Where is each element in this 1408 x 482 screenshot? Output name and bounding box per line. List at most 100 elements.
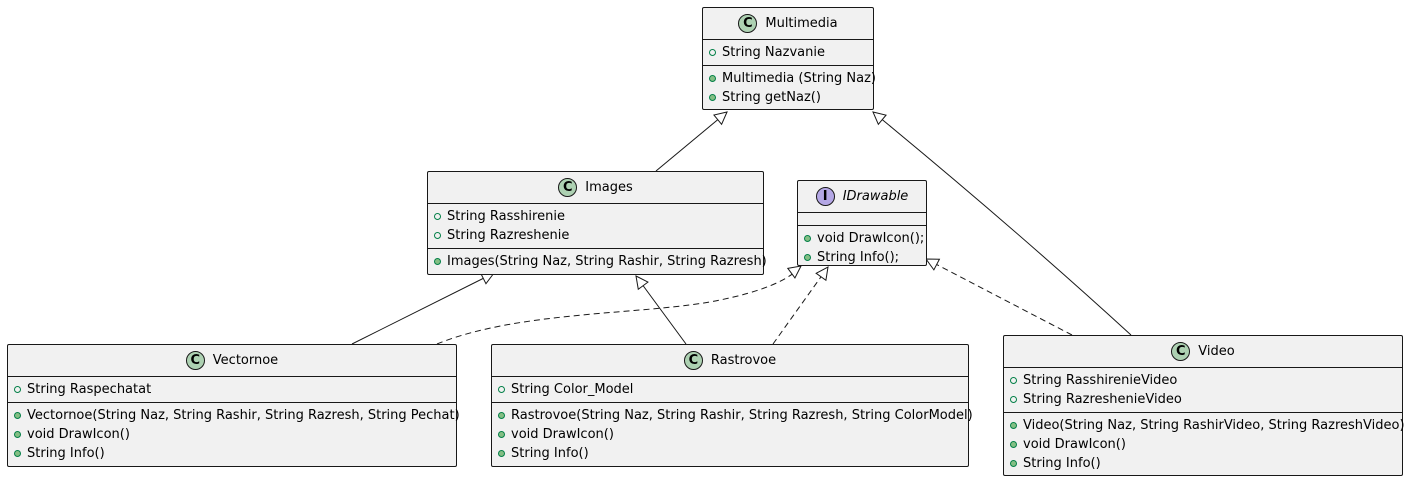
method-row: void DrawIcon() xyxy=(492,425,968,444)
public-field-icon xyxy=(434,232,441,239)
class-name: Rastrovoe xyxy=(710,353,777,368)
class-vectornoe[interactable]: C Vectornoe String Raspechatat Vectornoe… xyxy=(7,344,460,467)
method-text: Rastrovoe(String Naz, String Rashir, Str… xyxy=(511,408,973,423)
field-row: String Razreshenie xyxy=(428,226,763,245)
method-row: void DrawIcon() xyxy=(1004,435,1402,454)
field-row: String Color_Model xyxy=(492,380,968,399)
class-header: C Video xyxy=(1004,336,1402,368)
field-row: String Raspechatat xyxy=(8,380,456,399)
relation-implements-video-idrawable xyxy=(925,258,1073,336)
public-field-icon xyxy=(709,49,716,56)
class-badge-icon: C xyxy=(738,14,758,33)
class-header: I IDrawable xyxy=(798,181,926,213)
method-text: void DrawIcon() xyxy=(1023,437,1126,452)
public-method-icon xyxy=(1010,460,1017,467)
public-method-icon xyxy=(709,75,716,82)
fields-section: String Color_Model xyxy=(492,377,968,403)
class-header: C Rastrovoe xyxy=(492,345,968,377)
method-text: Video(String Naz, String RashirVideo, St… xyxy=(1023,418,1405,433)
method-text: void DrawIcon() xyxy=(27,427,130,442)
class-badge-icon: C xyxy=(558,178,578,197)
class-name: Video xyxy=(1198,344,1235,359)
relation-implements-vectornoe-idrawable xyxy=(436,265,802,345)
method-row: String Info() xyxy=(492,444,968,463)
fields-section: String RasshirenieVideo String Razreshen… xyxy=(1004,368,1402,413)
public-method-icon xyxy=(1010,422,1017,429)
field-text: String Color_Model xyxy=(511,382,634,397)
inheritance-arrowhead-icon xyxy=(925,258,941,271)
public-method-icon xyxy=(709,94,716,101)
field-row: String Rasshirenie xyxy=(428,207,763,226)
class-name: IDrawable xyxy=(842,189,909,204)
interface-badge-icon: I xyxy=(815,187,835,206)
fields-section xyxy=(798,213,926,226)
class-badge-icon: C xyxy=(185,351,205,370)
class-header: C Vectornoe xyxy=(8,345,456,377)
public-method-icon xyxy=(498,431,505,438)
method-text: String getNaz() xyxy=(722,90,821,105)
fields-section: String Raspechatat xyxy=(8,377,456,403)
fields-section: String Nazvanie xyxy=(703,40,873,66)
inheritance-arrowhead-icon xyxy=(872,111,887,126)
inheritance-arrowhead-icon xyxy=(713,111,728,126)
public-method-icon xyxy=(804,235,811,242)
interface-idrawable[interactable]: I IDrawable void DrawIcon(); String Info… xyxy=(797,180,927,266)
class-badge-icon: C xyxy=(1171,342,1191,361)
field-text: String Raspechatat xyxy=(27,382,152,397)
method-row: String Info(); xyxy=(798,248,926,267)
field-row: String Nazvanie xyxy=(703,43,873,62)
field-text: String RazreshenieVideo xyxy=(1023,392,1182,407)
relation-extends-vectornoe-images xyxy=(351,272,495,345)
relation-extends-images-multimedia xyxy=(655,111,728,172)
public-field-icon xyxy=(1010,377,1017,384)
method-text: Images(String Naz, String Rashir, String… xyxy=(447,254,767,269)
field-text: String Nazvanie xyxy=(722,45,825,60)
public-field-icon xyxy=(1010,396,1017,403)
field-text: String RasshirenieVideo xyxy=(1023,373,1178,388)
class-badge-icon: C xyxy=(683,351,703,370)
methods-section: Multimedia (String Naz) String getNaz() xyxy=(703,66,876,110)
method-text: Multimedia (String Naz) xyxy=(722,71,876,86)
methods-section: Images(String Naz, String Rashir, String… xyxy=(428,249,767,274)
field-row: String RazreshenieVideo xyxy=(1004,390,1402,409)
method-row: Multimedia (String Naz) xyxy=(703,69,876,88)
method-row: String Info() xyxy=(8,444,456,463)
methods-section: Vectornoe(String Naz, String Rashir, Str… xyxy=(8,403,460,466)
class-rastrovoe[interactable]: C Rastrovoe String Color_Model Rastrovoe… xyxy=(491,344,973,467)
class-images[interactable]: C Images String Rasshirenie String Razre… xyxy=(427,171,767,275)
method-text: String Info(); xyxy=(817,250,900,265)
method-text: void DrawIcon(); xyxy=(817,231,925,246)
method-text: void DrawIcon() xyxy=(511,427,614,442)
methods-section: Rastrovoe(String Naz, String Rashir, Str… xyxy=(492,403,973,466)
methods-section: Video(String Naz, String RashirVideo, St… xyxy=(1004,413,1405,476)
method-text: String Info() xyxy=(1023,456,1101,471)
method-row: Rastrovoe(String Naz, String Rashir, Str… xyxy=(492,406,973,425)
relation-extends-rastrovoe-images xyxy=(635,275,687,345)
method-text: String Info() xyxy=(27,446,105,461)
class-header: C Multimedia xyxy=(703,8,873,40)
public-method-icon xyxy=(14,412,21,419)
method-row: String Info() xyxy=(1004,454,1402,473)
class-multimedia[interactable]: C Multimedia String Nazvanie Multimedia … xyxy=(702,7,876,110)
method-row: Video(String Naz, String RashirVideo, St… xyxy=(1004,416,1405,435)
method-row: String getNaz() xyxy=(703,88,873,107)
method-row: Images(String Naz, String Rashir, String… xyxy=(428,252,767,271)
class-name: Images xyxy=(585,180,633,195)
relation-extends-video-multimedia xyxy=(872,111,1132,336)
relation-implements-rastrovoe-idrawable xyxy=(772,266,829,345)
method-text: String Info() xyxy=(511,446,589,461)
field-text: String Rasshirenie xyxy=(447,209,565,224)
class-name: Vectornoe xyxy=(212,353,279,368)
method-text: Vectornoe(String Naz, String Rashir, Str… xyxy=(27,408,460,423)
class-header: C Images xyxy=(428,172,763,204)
public-method-icon xyxy=(434,258,441,265)
inheritance-arrowhead-icon xyxy=(786,265,802,279)
public-field-icon xyxy=(434,213,441,220)
method-row: void DrawIcon() xyxy=(8,425,456,444)
field-text: String Razreshenie xyxy=(447,228,570,243)
fields-section: String Rasshirenie String Razreshenie xyxy=(428,204,763,249)
method-row: void DrawIcon(); xyxy=(798,229,926,248)
class-video[interactable]: C Video String RasshirenieVideo String R… xyxy=(1003,335,1405,476)
class-name: Multimedia xyxy=(765,16,838,31)
